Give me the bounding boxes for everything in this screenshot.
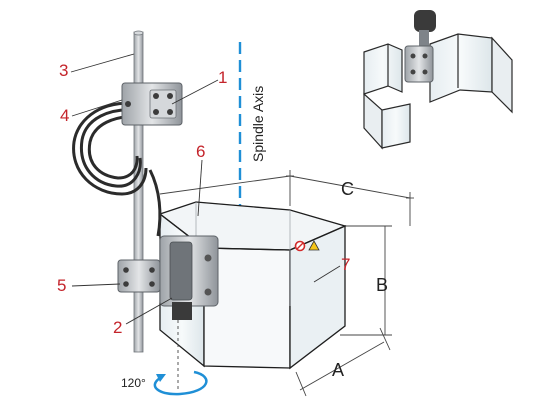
callout-1: 1 [218,68,227,87]
inset-mount [404,45,434,83]
inset-shield-illustration [363,10,513,150]
dimension-label-a: A [332,360,344,380]
callout-5: 5 [57,276,66,295]
callout-2: 2 [113,318,122,337]
lower-clamp [117,259,161,293]
upper-clamp [121,82,183,126]
rotation-arrow-icon [153,370,208,396]
cable [72,101,162,237]
leader-lines [70,53,341,325]
inset-spindle [414,10,436,60]
warning-triangle-icon [308,240,320,251]
callout-6: 6 [196,142,205,161]
spindle-axis-label: Spindle Axis [250,86,266,162]
motor-bracket [159,235,219,320]
dimension-a [295,327,391,397]
dimension-c [159,170,414,226]
callout-3: 3 [59,61,68,80]
callout-7: 7 [341,255,350,274]
inset-shield [363,33,513,150]
rotation-angle-label: 120° [121,376,146,390]
dimension-label-b: B [376,275,388,295]
dimension-label-c: C [341,179,354,199]
callout-4: 4 [60,106,69,125]
warning-labels [294,240,320,252]
